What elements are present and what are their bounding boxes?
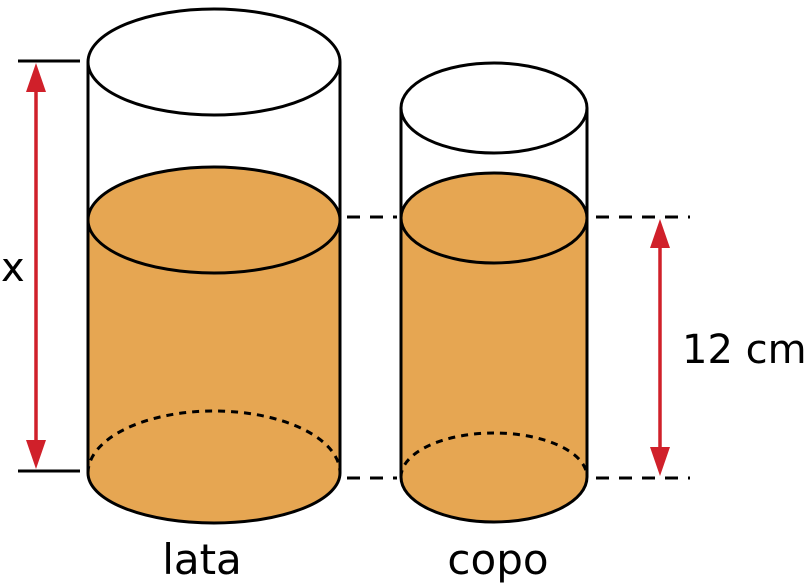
glass-bottom-back: [399, 431, 589, 478]
glass-arrow-head-top: [650, 219, 670, 248]
x-dimension: [18, 59, 80, 473]
can-cylinder: [86, 7, 342, 525]
can-label: lata: [162, 535, 242, 584]
can-bottom-front: [86, 472, 342, 525]
can-bottom-back: [86, 409, 342, 474]
glass-arrow-head-bottom: [650, 447, 670, 476]
glass-liquid-body: [401, 218, 587, 522]
glass-bottom-front: [399, 476, 589, 524]
can-top-rim: [86, 7, 342, 117]
glass-label: copo: [447, 535, 548, 584]
glass-top-rim: [399, 61, 589, 155]
can-liquid-surface: [86, 165, 342, 275]
glass-liquid-surface: [399, 171, 589, 265]
x-label: x: [1, 245, 25, 291]
x-arrow-head-bottom: [26, 440, 46, 469]
can-liquid-body: [88, 220, 340, 523]
glass-cylinder: [399, 61, 589, 524]
glass-height-dimension: [650, 219, 670, 476]
x-arrow-head-top: [26, 63, 46, 92]
level-guides: [347, 215, 690, 480]
glass-height-label: 12 cm: [682, 327, 807, 373]
